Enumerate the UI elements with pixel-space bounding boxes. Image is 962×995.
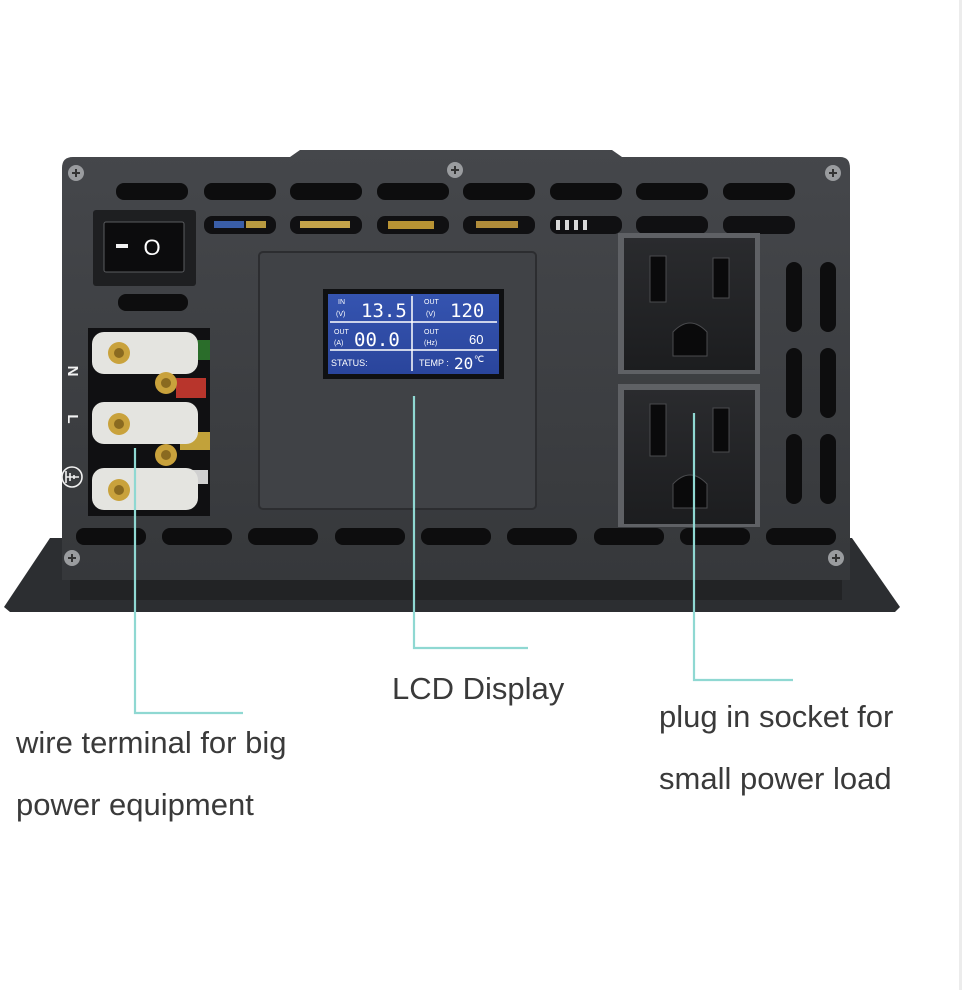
screw-icon <box>447 162 463 178</box>
terminal-post-line <box>92 402 198 466</box>
ac-outlet-lower <box>618 384 760 527</box>
socket-callout-line <box>692 413 793 682</box>
screw-icon <box>64 550 80 566</box>
edge-divider <box>959 0 962 990</box>
socket-callout-line-2: small power load <box>659 761 892 796</box>
lcd-input-voltage: 13.5 <box>361 300 407 322</box>
vent-slots-bottom <box>76 528 836 545</box>
lcd-output-current: 00.0 <box>354 329 400 351</box>
terminal-post-ground <box>92 468 198 510</box>
lcd-in-unit: (V) <box>336 311 345 318</box>
switch-on-mark <box>116 244 128 248</box>
wire-terminal-block <box>88 328 210 516</box>
lcd-status-label: STATUS: <box>331 358 368 368</box>
vent-slots-top <box>116 183 795 200</box>
lcd-outhz-unit: (Hz) <box>424 340 437 347</box>
lcd-outa-label: OUT <box>334 329 350 336</box>
vent-slot <box>118 294 188 311</box>
lcd-callout-line <box>412 396 528 650</box>
terminal-callout-line <box>133 448 243 715</box>
base-plate <box>70 578 842 600</box>
lcd-temperature: 20 <box>454 354 473 373</box>
vent-slots-internal <box>204 216 795 234</box>
switch-off-mark: O <box>143 235 160 260</box>
vent-slots-right <box>786 262 836 504</box>
lcd-outv-unit: (V) <box>426 311 435 318</box>
lcd-outa-unit: (A) <box>334 340 343 347</box>
lcd-callout: LCD Display <box>392 671 565 706</box>
terminal-post-neutral <box>92 332 198 394</box>
socket-callout-line-1: plug in socket for <box>659 699 894 734</box>
lcd-output-voltage: 120 <box>450 300 484 322</box>
terminal-label-neutral: N <box>64 366 81 377</box>
terminal-callout-line-2: power equipment <box>16 787 254 822</box>
ac-outlet-upper <box>618 233 760 374</box>
power-switch[interactable]: O <box>93 210 196 286</box>
callout-lines <box>133 396 793 715</box>
ground-symbol-icon <box>61 466 83 488</box>
screw-icon <box>825 165 841 181</box>
screw-icon <box>68 165 84 181</box>
lcd-output-frequency: 60 <box>469 332 483 347</box>
lcd-outhz-label: OUT <box>424 329 440 336</box>
screw-icon <box>828 550 844 566</box>
lcd-in-label: IN <box>338 299 345 306</box>
terminal-label-line: L <box>64 414 81 423</box>
lcd-temperature-unit: ℃ <box>474 354 484 364</box>
lcd-outv-label: OUT <box>424 299 440 306</box>
lcd-display: IN (V) 13.5 OUT (V) 120 OUT (A) 00.0 OUT… <box>323 289 504 379</box>
terminal-callout-line-1: wire terminal for big <box>16 725 287 760</box>
lcd-temp-label: TEMP : <box>419 358 449 368</box>
